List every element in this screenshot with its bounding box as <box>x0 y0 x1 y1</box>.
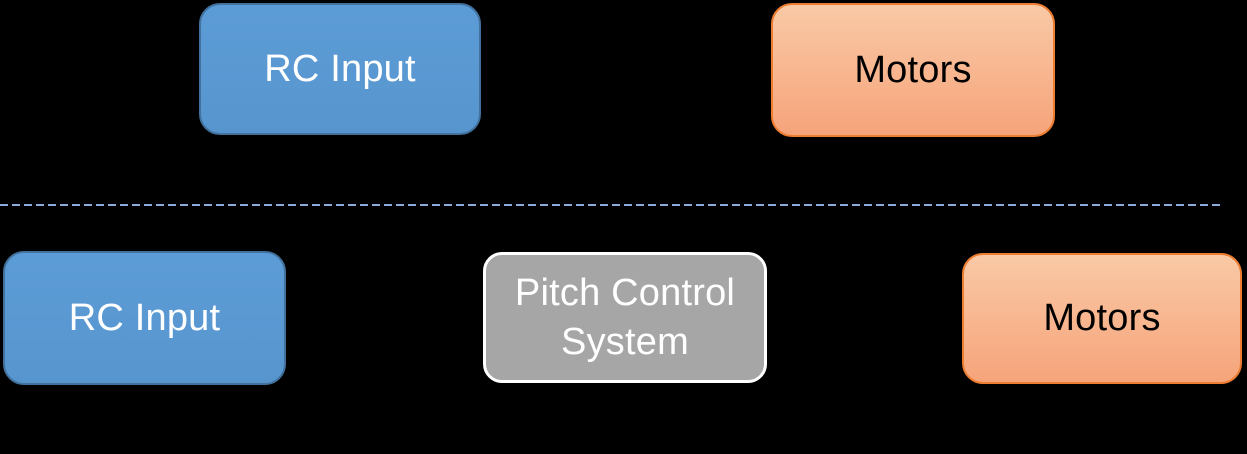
node-motors-bottom: Motors <box>962 253 1242 384</box>
node-label: RC Input <box>68 296 221 339</box>
node-pitch-control-system: Pitch Control System <box>483 252 767 383</box>
node-rc-input-top: RC Input <box>199 3 481 135</box>
node-label-line-1: Pitch Control <box>514 271 736 314</box>
node-rc-input-bottom: RC Input <box>3 251 286 385</box>
node-label-line-2: System <box>561 320 689 363</box>
node-label: Motors <box>854 48 972 91</box>
row-divider-dashed-line <box>0 204 1224 206</box>
node-label: RC Input <box>264 47 416 90</box>
node-label: Motors <box>1043 297 1161 340</box>
node-motors-top: Motors <box>771 3 1055 137</box>
node-label: Pitch Control System <box>515 269 735 366</box>
